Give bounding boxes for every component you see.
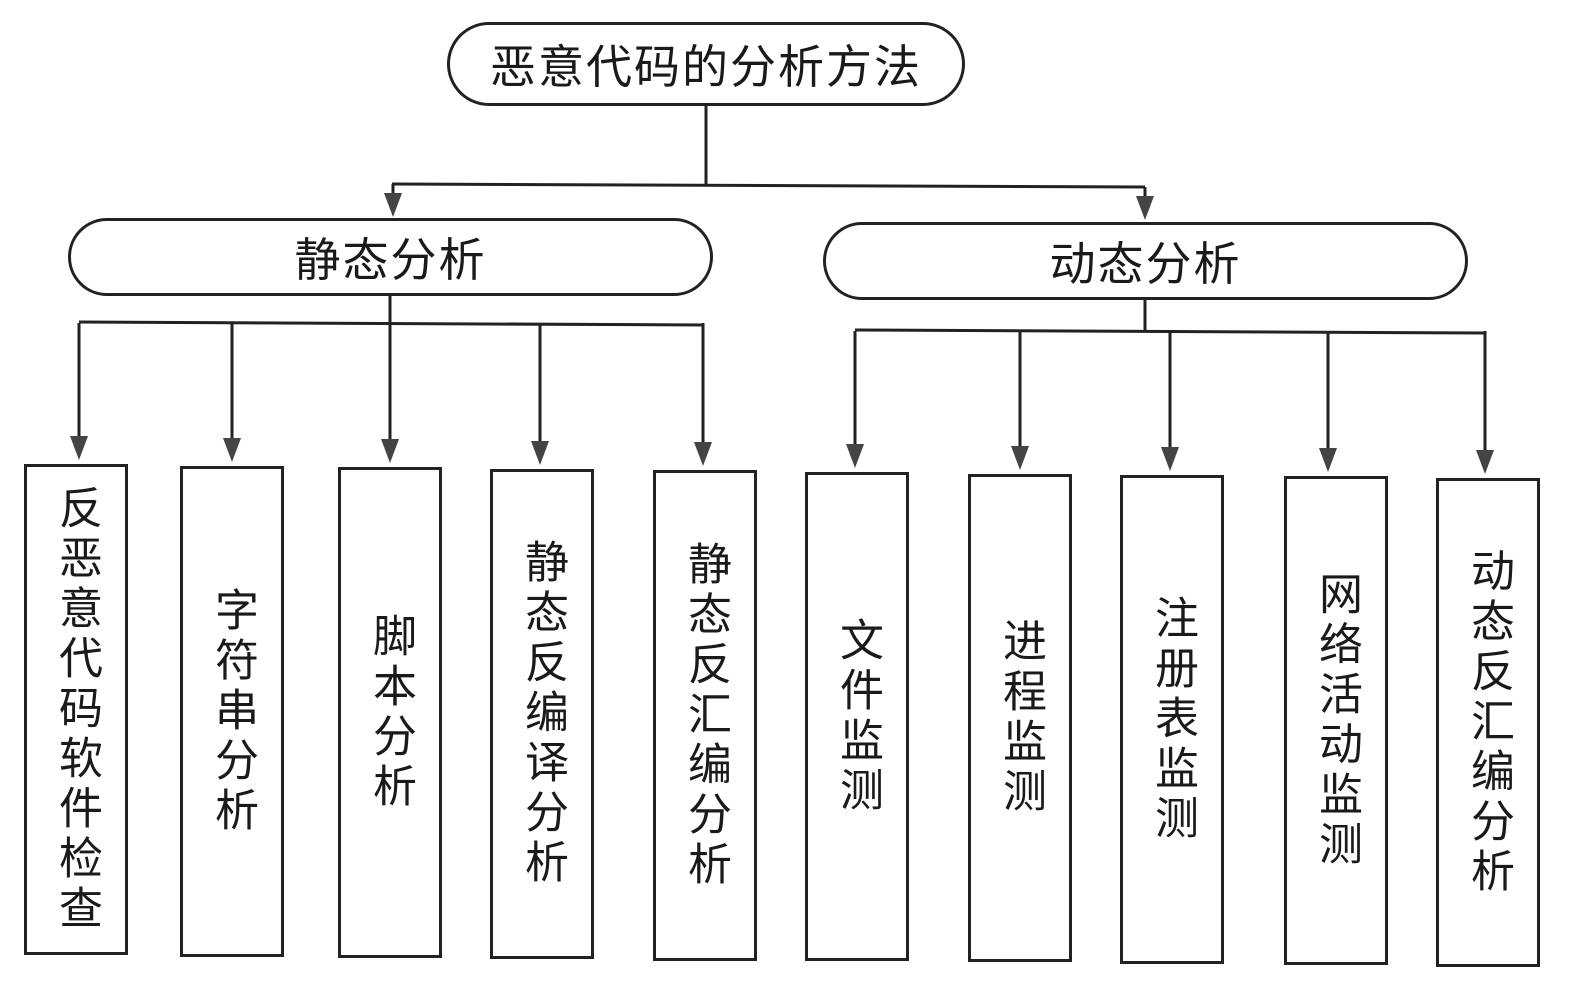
leaf-label: 网络活动监测 xyxy=(1311,570,1362,871)
leaf-static-disassemble: 静态反汇编分析 xyxy=(653,470,757,961)
static-arrow-icon xyxy=(384,193,402,217)
leaf-network-monitor: 网络活动监测 xyxy=(1284,476,1388,965)
root-node-label: 恶意代码的分析方法 xyxy=(490,40,922,94)
leaf-script-analysis: 脚本分析 xyxy=(338,467,442,958)
leaf-label: 动态反汇编分析 xyxy=(1463,547,1514,898)
leaf-label: 反恶意代码软件检查 xyxy=(51,484,102,935)
leaf-label: 字符串分析 xyxy=(207,586,258,837)
root-node: 恶意代码的分析方法 xyxy=(447,22,965,106)
leaf-label: 文件监测 xyxy=(832,616,883,817)
leaf-label: 静态反汇编分析 xyxy=(680,540,731,891)
leaf-string-analysis: 字符串分析 xyxy=(180,466,284,957)
static-child-arrow-icon xyxy=(223,438,241,462)
static-child-arrow-icon xyxy=(381,439,399,463)
leaf-label: 脚本分析 xyxy=(365,612,416,813)
static-child-arrow-icon xyxy=(70,436,88,460)
leaf-label: 静态反编译分析 xyxy=(517,539,568,889)
leaf-process-monitor: 进程监测 xyxy=(968,474,1072,962)
dynamic-child-arrow-icon xyxy=(1161,447,1179,471)
leaf-static-decompile: 静态反编译分析 xyxy=(490,469,594,959)
dynamic-child-arrow-icon xyxy=(1476,450,1494,474)
static-child-arrow-icon xyxy=(531,441,549,465)
leaf-dynamic-disassemble: 动态反汇编分析 xyxy=(1436,478,1540,967)
leaf-file-monitor: 文件监测 xyxy=(805,472,909,961)
dynamic-analysis-label: 动态分析 xyxy=(1049,237,1242,291)
static-child-arrow-icon xyxy=(694,442,712,466)
leaf-label: 进程监测 xyxy=(995,618,1046,818)
leaf-label: 注册表监测 xyxy=(1147,594,1198,845)
dynamic-analysis-node: 动态分析 xyxy=(823,222,1468,300)
leaf-registry-monitor: 注册表监测 xyxy=(1120,475,1224,964)
dynamic-child-arrow-icon xyxy=(846,444,864,468)
root-bus xyxy=(391,182,1146,189)
static-analysis-node: 静态分析 xyxy=(68,218,713,296)
dynamic-arrow-icon xyxy=(1136,196,1154,220)
dynamic-child-arrow-icon xyxy=(1319,448,1337,472)
leaf-antimalware-scan: 反恶意代码软件检查 xyxy=(24,464,128,955)
dynamic-child-arrow-icon xyxy=(1011,446,1029,470)
static-analysis-label: 静态分析 xyxy=(294,233,487,287)
